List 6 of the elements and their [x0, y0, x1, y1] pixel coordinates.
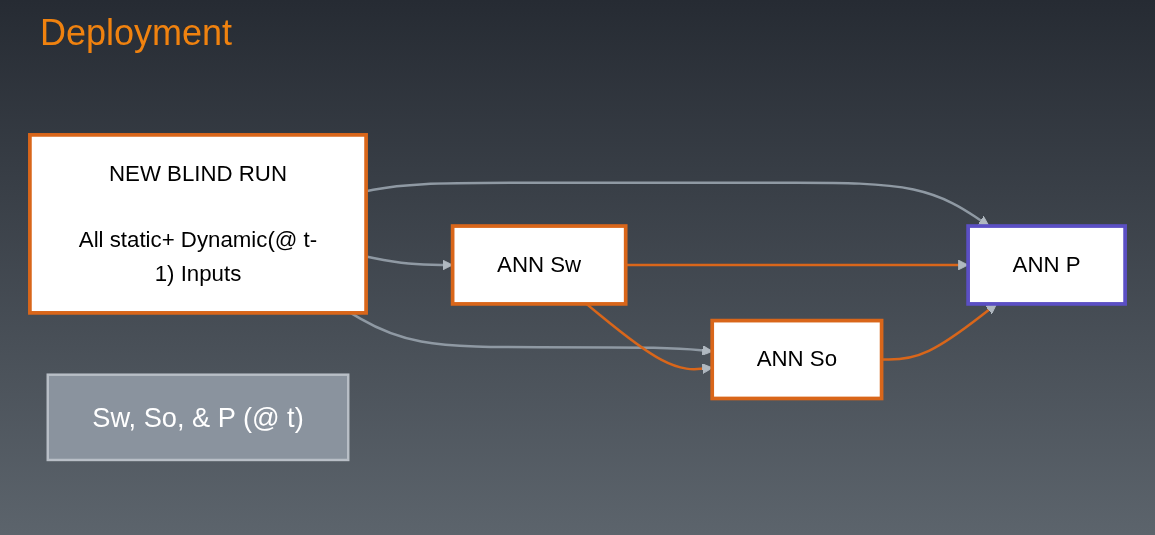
node-box: NEW BLIND RUN All static+ Dynamic(@ t-1) Inputs: [28, 133, 368, 315]
node-box: Sw, So, & P (@ t): [46, 373, 350, 462]
node-box: ANN So: [710, 318, 884, 401]
diagram-title: Deployment: [40, 12, 233, 54]
node-box: ANN P: [966, 224, 1127, 306]
node-box: ANN Sw: [450, 224, 628, 306]
